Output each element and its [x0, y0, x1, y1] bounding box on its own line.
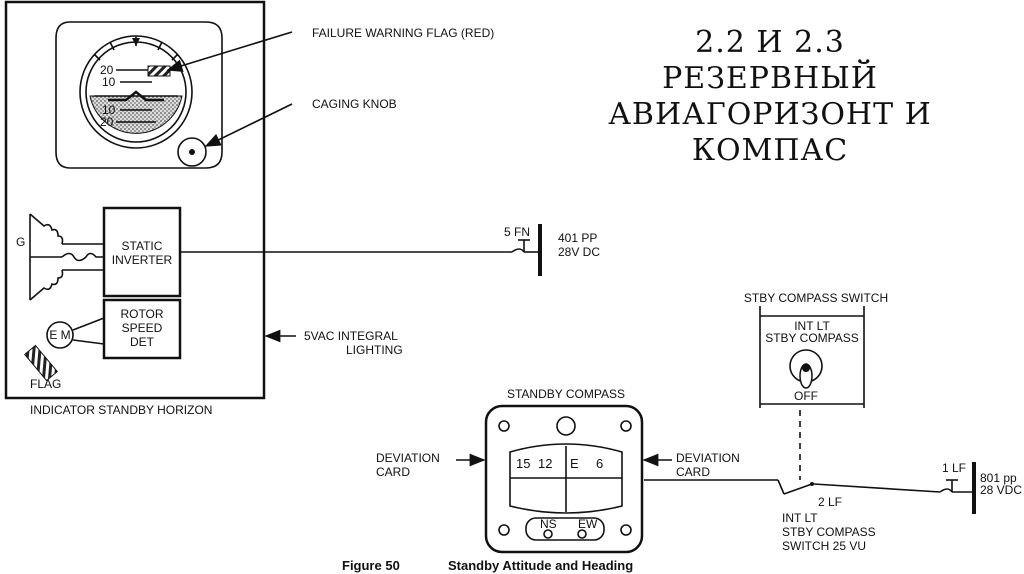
- title-line-3: АВИАГОРИЗОНТ И: [608, 97, 932, 132]
- compass-screw-tr: [620, 420, 632, 432]
- em-label: E M: [49, 328, 70, 342]
- card-mark-e: E: [570, 456, 579, 471]
- bank-pointer-icon: [132, 38, 140, 46]
- compass-switch-l2: STBY COMPASS: [765, 331, 859, 345]
- ns-adjust-screw-icon[interactable]: [543, 529, 553, 539]
- title-line-1: 2.2 И 2.3: [695, 25, 845, 60]
- standby-compass: STANDBY COMPASS 15 12 E 6 NS EW: [484, 387, 644, 554]
- coil-lower-icon: [29, 269, 64, 301]
- caging-knob-center: [189, 149, 195, 155]
- int-lt-line1: INT LT: [782, 511, 818, 525]
- horizon-bezel: [55, 21, 223, 169]
- cb-1lf: 1 LF: [939, 461, 972, 493]
- compass-switch-title: STBY COMPASS SWITCH: [744, 291, 888, 305]
- int-lt-line3: SWITCH 25 VU: [782, 539, 866, 553]
- caging-knob-icon[interactable]: [177, 137, 207, 167]
- compass-ns: NS: [540, 517, 557, 531]
- caging-knob-leader: [204, 103, 293, 147]
- compass-screw-br: [620, 524, 632, 536]
- dev-card-right-line1: DEVIATION: [676, 451, 740, 465]
- compass-window: [509, 443, 623, 514]
- cb-5fn: 5 FN: [504, 225, 538, 253]
- rotor-line1: ROTOR: [120, 307, 163, 321]
- stby-compass-switch-panel: STBY COMPASS SWITCH INT LT STBY COMPASS …: [744, 291, 888, 408]
- pitch-mark-up-10: 10: [102, 75, 116, 89]
- rotor-line2: SPEED: [122, 321, 163, 335]
- rotor-line3: DET: [130, 335, 155, 349]
- dev-card-left-line1: DEVIATION: [376, 451, 440, 465]
- compass-switch-l1: INT LT: [794, 319, 830, 333]
- compass-switch-off: OFF: [794, 389, 818, 403]
- flag-label: FLAG: [30, 377, 61, 391]
- figure-number: Figure 50: [342, 558, 400, 573]
- horizon-outer-frame: [4, 0, 266, 400]
- static-inverter-line2: INVERTER: [112, 253, 173, 267]
- card-mark-15: 15: [516, 456, 530, 471]
- switch-2lf-blade: [783, 483, 813, 495]
- bus-401-line2: 28V DC: [558, 245, 600, 259]
- lighting-line2: LIGHTING: [346, 343, 403, 357]
- failure-flag-leader: [166, 31, 293, 72]
- int-lt-line2: STBY COMPASS: [782, 525, 876, 539]
- aircraft-symbol-icon: [108, 90, 164, 102]
- compass-case: [484, 404, 644, 554]
- horizon-ground: [89, 95, 183, 134]
- toggle-pivot: [802, 364, 810, 372]
- pitch-mark-down-10: 10: [102, 103, 116, 117]
- cb-1lf-label: 1 LF: [942, 461, 966, 475]
- compass-screw-bl: [498, 524, 510, 536]
- pitch-mark-down-20: 20: [100, 115, 114, 129]
- flag-arm-icon: [24, 344, 58, 382]
- bus-801-line2: 28 VDC: [980, 483, 1022, 497]
- pitch-mark-up-20: 20: [100, 63, 114, 77]
- em-motor-icon: [46, 321, 74, 349]
- title-line-2: РЕЗЕРВНЫЙ: [662, 59, 878, 96]
- cb-1lf-arc: [939, 488, 953, 493]
- standby-horizon-panel: 20 10 10 20 FAILURE WARNING FLAG (RED) C…: [4, 0, 494, 417]
- switch-2lf-label: 2 LF: [818, 495, 842, 509]
- card-mark-12: 12: [538, 456, 552, 471]
- bus-801-line1: 801 pp: [980, 471, 1017, 485]
- switch-2lf-drop: [777, 479, 785, 495]
- dev-card-right-line2: CARD: [676, 465, 710, 479]
- rotor-speed-det-box: [102, 298, 182, 360]
- switch-2lf: 2 LF: [777, 479, 842, 509]
- cb-5fn-label: 5 FN: [504, 225, 530, 239]
- failure-flag-label: FAILURE WARNING FLAG (RED): [312, 26, 494, 40]
- dev-card-left-line2: CARD: [376, 465, 410, 479]
- switch-2lf-contact: [810, 482, 814, 486]
- coil-upper-icon: [29, 213, 64, 245]
- compensator-plate: [525, 517, 605, 541]
- bus-401-line1: 401 PP: [558, 231, 597, 245]
- caging-knob-label: CAGING KNOB: [312, 97, 397, 111]
- g-label: G: [16, 235, 25, 249]
- cb-5fn-arc: [511, 248, 525, 253]
- compass-fill-cap: [556, 416, 576, 436]
- feed-to-1lf: [813, 483, 941, 493]
- failure-flag-icon: [147, 65, 171, 77]
- indicator-standby-horizon-label: INDICATOR STANDBY HORIZON: [30, 403, 212, 417]
- ew-adjust-screw-icon[interactable]: [577, 529, 587, 539]
- card-mark-6: 6: [596, 456, 603, 471]
- lighting-line1: 5VAC INTEGRAL: [304, 329, 398, 343]
- coil-right-icon: [61, 252, 104, 262]
- compass-ew: EW: [578, 517, 598, 531]
- static-inverter-line1: STATIC: [122, 239, 163, 253]
- title-line-4: КОМПАС: [692, 133, 848, 168]
- compass-screw-tl: [498, 420, 510, 432]
- slide-title: 2.2 И 2.3 РЕЗЕРВНЫЙ АВИАГОРИЗОНТ И КОМПА…: [608, 25, 932, 168]
- em-wires: [72, 317, 105, 345]
- figure-caption: Standby Attitude and Heading: [448, 558, 633, 573]
- standby-compass-title: STANDBY COMPASS: [507, 387, 625, 401]
